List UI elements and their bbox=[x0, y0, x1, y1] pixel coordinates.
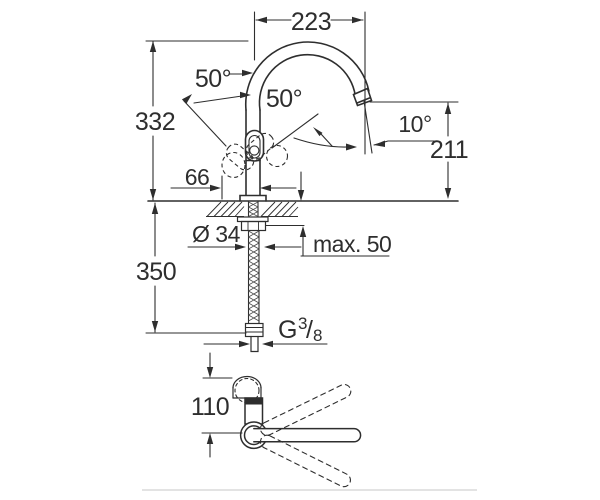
handle-tilt-line-left bbox=[183, 100, 227, 147]
arrow-110-top bbox=[206, 367, 214, 378]
arrow-tilt-right bbox=[313, 127, 323, 137]
arrow-350-top bbox=[151, 203, 159, 214]
thread-denominator: 8 bbox=[313, 326, 322, 345]
arrow-d34-left bbox=[235, 243, 246, 251]
arrow-angle-inner bbox=[240, 91, 251, 99]
arrow-tilt-left bbox=[181, 94, 192, 104]
arrow-332-bottom bbox=[149, 189, 157, 200]
arrow-211-top bbox=[444, 103, 452, 114]
arrow-223-right bbox=[352, 16, 363, 24]
topview-body-band bbox=[245, 398, 263, 405]
spout-outer-arc bbox=[244, 41, 370, 111]
dim-332-label: 332 bbox=[135, 108, 175, 136]
dim-110-label: 110 bbox=[191, 393, 229, 421]
spout-tip-face bbox=[356, 97, 371, 104]
topview-lever-swing bbox=[259, 383, 352, 488]
dimension-labels: 223 332 350 66 211 50° 50° 10° Ø 34 max.… bbox=[135, 8, 469, 421]
tilt-arrow-tail bbox=[320, 133, 333, 147]
arrow-211-bottom bbox=[444, 188, 452, 199]
front-view bbox=[147, 41, 459, 353]
arrow-10-left bbox=[374, 140, 385, 147]
thread-texture bbox=[248, 201, 259, 217]
arrow-angle-upper bbox=[242, 69, 253, 77]
thread-slash: / bbox=[306, 316, 313, 344]
deck-hatching bbox=[206, 201, 299, 217]
arrow-110-bottom bbox=[206, 433, 214, 444]
handle-tilt-line-right bbox=[271, 113, 319, 149]
arrow-d34-right bbox=[264, 243, 275, 251]
outlet-angle-line bbox=[363, 100, 373, 154]
hole-diameter-label: Ø 34 bbox=[192, 221, 241, 247]
topview-spout-cap bbox=[232, 375, 262, 389]
swivel-arc-arrow bbox=[293, 137, 348, 148]
dim-223-label: 223 bbox=[291, 8, 331, 36]
thread-prefix: G bbox=[278, 316, 297, 344]
dashed-handle-positions bbox=[221, 132, 289, 179]
angle-inner-label: 50° bbox=[266, 85, 302, 113]
topview-lever bbox=[253, 427, 362, 443]
arrow-66-right bbox=[260, 184, 271, 192]
handle-front-inner bbox=[248, 134, 261, 159]
arrow-max50-up bbox=[299, 226, 307, 237]
spout-inner-arc bbox=[258, 53, 357, 111]
hose-connector-nut bbox=[244, 322, 264, 338]
arrow-66-left bbox=[210, 184, 221, 192]
connector-tailpipe bbox=[250, 335, 259, 353]
arrow-332-top bbox=[149, 41, 157, 52]
arrow-223-left bbox=[256, 16, 267, 24]
angle-upper-label: 50° bbox=[195, 65, 231, 93]
spout-tip bbox=[352, 87, 373, 107]
top-view bbox=[232, 375, 362, 488]
arrow-350-bottom bbox=[151, 321, 159, 332]
mounting-nut bbox=[240, 220, 267, 232]
dim-211-label: 211 bbox=[430, 136, 468, 164]
arrow-swivel bbox=[346, 143, 357, 151]
thread-numerator: 3 bbox=[298, 314, 307, 333]
dim-350-label: 350 bbox=[136, 258, 176, 286]
angle-inner-leader bbox=[193, 95, 243, 104]
angle-outlet-label: 10° bbox=[398, 111, 431, 137]
braided-hose-texture bbox=[248, 201, 260, 322]
handle-front-knob bbox=[249, 145, 260, 156]
base-flange bbox=[239, 194, 267, 202]
arrow-max50-down bbox=[297, 190, 305, 201]
max-deck-label: max. 50 bbox=[313, 231, 391, 257]
washer bbox=[236, 216, 269, 223]
dimension-arrows bbox=[149, 16, 452, 444]
arrow-g38-left bbox=[239, 340, 250, 348]
dim-66-label: 66 bbox=[185, 164, 210, 190]
arrow-g38-right bbox=[262, 340, 273, 348]
